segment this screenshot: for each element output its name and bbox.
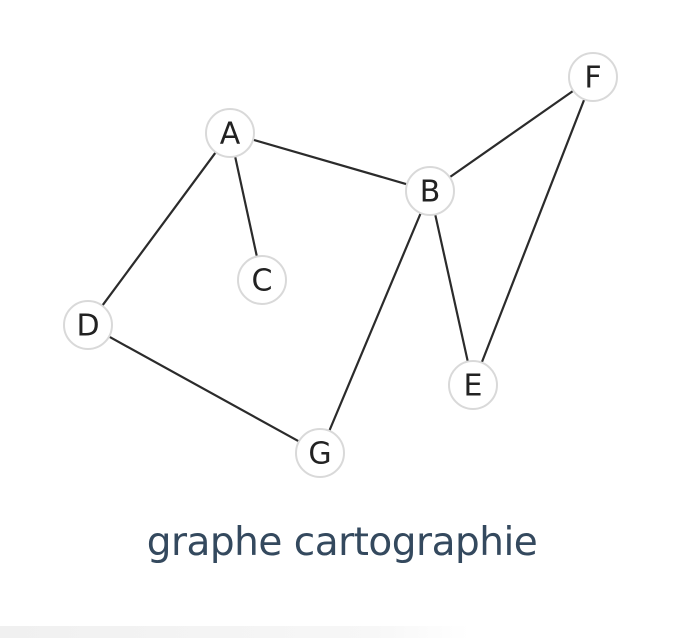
graph-diagram: A B C D E F G [63,52,618,478]
edge-a-d [101,151,217,307]
node-e: E [448,360,498,410]
edge-b-e [434,213,469,363]
node-d: D [63,300,113,350]
node-g: G [295,428,345,478]
edge-b-g [328,212,422,432]
edges-layer [101,89,586,443]
node-label: D [76,309,99,344]
node-circle [205,108,255,158]
graph-caption: graphe cartographie [146,520,538,565]
edge-d-g [107,335,301,443]
node-circle [568,52,618,102]
node-label: G [308,437,331,472]
edge-a-b [251,138,409,186]
node-circle [405,166,455,216]
node-circle [295,428,345,478]
node-circle [237,255,287,305]
edge-f-e [480,98,586,364]
node-b: B [405,166,455,216]
node-c: C [237,255,287,305]
nodes-layer: A B C D E F G [63,52,618,478]
node-label: A [220,117,241,152]
node-label: F [584,61,601,96]
node-label: E [464,369,483,404]
bottom-divider [0,626,470,638]
node-circle [63,300,113,350]
node-label: C [252,264,273,299]
node-f: F [568,52,618,102]
edge-b-f [448,89,575,179]
edge-a-c [234,155,258,258]
node-circle [448,360,498,410]
node-a: A [205,108,255,158]
node-label: B [420,175,441,210]
